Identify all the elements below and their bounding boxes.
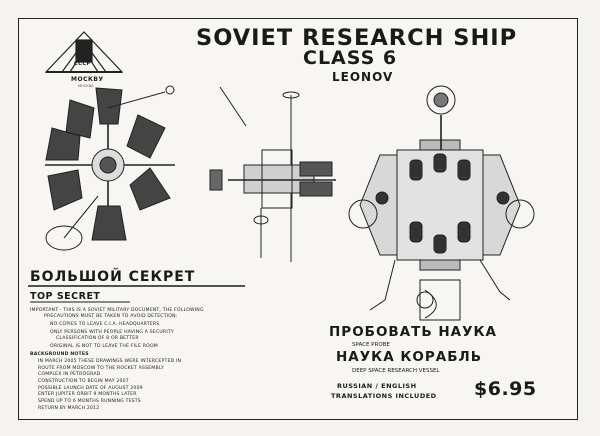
title-line-1: SOVIET RESEARCH SHIP: [196, 25, 518, 51]
cccp-logo-emblem: [44, 31, 124, 73]
ship-side-view: [209, 86, 336, 262]
important-line: ORIGINAL IS NOT TO LEAVE THE FILE ROOM: [50, 344, 158, 349]
title-line-2: CLASS 6: [303, 47, 398, 69]
background-line: COMPLEX IN PETROGRAD: [38, 372, 101, 377]
probe-heading-english: SPACE PROBE: [352, 342, 390, 348]
important-line: CLASSIFICATION OF 8 OR BETTER: [56, 336, 139, 341]
logo-sub-text: МОСКВА: [78, 84, 94, 88]
background-line: ENTER JUPITER ORBIT 9 MONTHS LATER: [38, 392, 137, 397]
space-probe-drawing: [45, 85, 175, 251]
vessel-heading-english: DEEP SPACE RESEARCH VESSEL: [352, 368, 440, 374]
title-line-3: LEONOV: [332, 70, 394, 84]
important-line: PRECAUTIONS MUST BE TAKEN TO AVOID DETEC…: [44, 314, 178, 319]
logo-city-text: МОСКВУ: [71, 76, 104, 83]
price-label: $6.95: [474, 378, 537, 400]
logo-cccp-text: CCCP: [74, 61, 91, 67]
research-vessel-top-view: [348, 85, 535, 321]
probe-heading-russian: ПРОБОВАТЬ НАУКА: [329, 324, 498, 340]
important-line: NO COPIES TO LEAVE C.I.A. HEADQUARTERS: [50, 322, 160, 327]
important-line: IMPORTANT - THIS IS A SOVIET MILITARY DO…: [30, 308, 204, 313]
background-line: RETURN BY MARCH 2012: [38, 406, 100, 411]
background-line: IN MARCH 2005 THESE DRAWINGS WERE INTERC…: [38, 359, 182, 364]
background-line: ROUTE FROM MOSCOW TO THE ROCKET ASSEMBLY: [38, 366, 164, 371]
secret-heading-english: TOP SECRET: [30, 291, 101, 302]
important-line: ONLY PERSONS WITH PEOPLE HAVING A SECURI…: [50, 330, 174, 335]
background-line: SPEND UP TO 6 MONTHS RUNNING TESTS: [38, 399, 141, 404]
background-line: POSSIBLE LAUNCH DATE OF AUGUST 2009: [38, 386, 143, 391]
background-heading: BACKGROUND NOTES: [30, 352, 89, 357]
background-line: CONSTRUCTION TO BEGIN MAY 2007: [38, 379, 129, 384]
translations-line-2: TRANSLATIONS INCLUDED: [331, 392, 437, 400]
translations-line-1: RUSSIAN / ENGLISH: [337, 382, 417, 390]
vessel-heading-russian: НАУКА КОРАБЛЬ: [336, 349, 482, 365]
secret-heading-russian: БОЛЬШОЙ СЕКРЕТ: [30, 269, 196, 285]
